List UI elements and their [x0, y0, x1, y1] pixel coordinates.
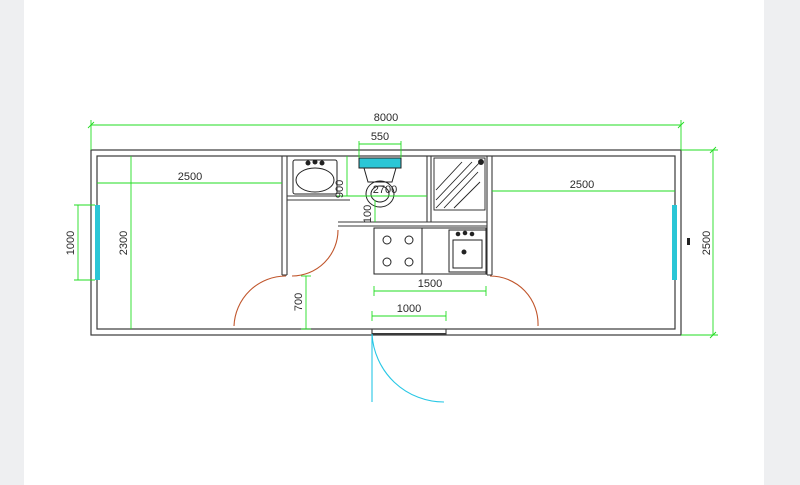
dimension-lines [74, 120, 718, 339]
bathroom-door-swing [291, 229, 339, 277]
left-door-swing [233, 275, 287, 327]
dim-bedroom-left-depth: 2300 [118, 231, 130, 255]
washbasin-icon [292, 159, 338, 195]
dim-entrance-door: 1000 [397, 303, 421, 315]
interior-walls [281, 156, 493, 335]
shower-tray-icon [433, 157, 486, 211]
toilet-icon [358, 157, 402, 208]
left-window [95, 205, 100, 280]
dim-left-door: 700 [293, 293, 305, 311]
dim-left-window: 1000 [65, 231, 77, 255]
drawing-sheet: 8000 550 2500 2500 2700 1500 1000 1000 2… [24, 0, 764, 485]
kitchen-sink-icon [421, 227, 487, 275]
right-door-swing [489, 275, 539, 327]
dim-bath-width: 2700 [373, 184, 397, 196]
dim-bedroom-left-length: 2500 [178, 171, 202, 183]
right-window [672, 205, 690, 280]
floor-plan: 8000 550 2500 2500 2700 1500 1000 1000 2… [65, 112, 718, 403]
dim-kitchen-counter: 1500 [418, 278, 442, 290]
dim-bath-fixture: 550 [371, 131, 389, 143]
cooktop-icon [373, 227, 423, 275]
dim-bath-gap: 100 [362, 205, 374, 223]
entrance-door [371, 333, 445, 403]
dim-bath-depth: 900 [334, 180, 346, 198]
dim-overall-length: 8000 [374, 112, 398, 124]
dim-bedroom-right-length: 2500 [570, 179, 594, 191]
dim-overall-width: 2500 [701, 231, 713, 255]
